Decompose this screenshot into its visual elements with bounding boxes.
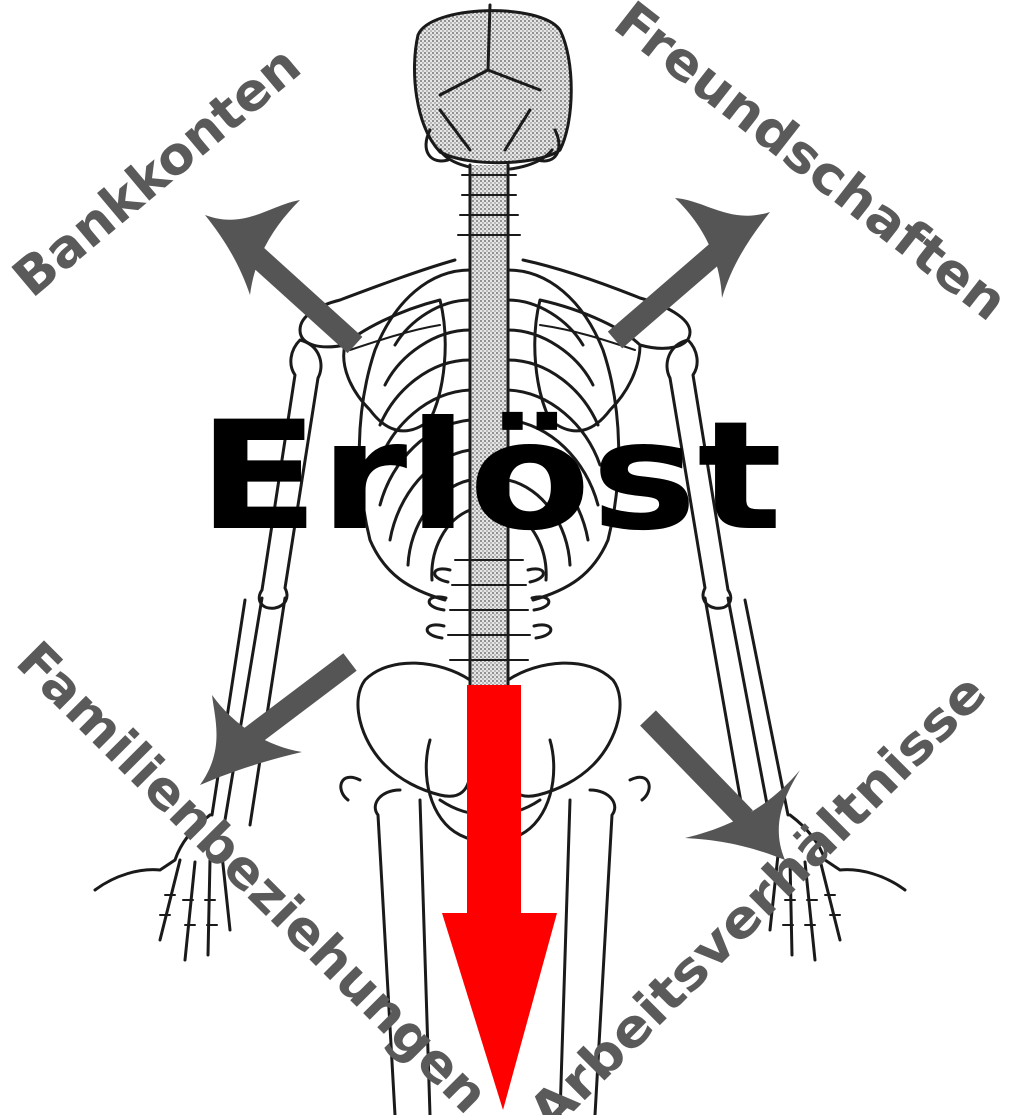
skull xyxy=(414,5,571,170)
center-title: Erlöst xyxy=(198,390,783,564)
label-familienbeziehungen: Familienbeziehungen xyxy=(5,630,500,1115)
arrow-arbeitsverhaeltnisse xyxy=(648,718,800,860)
label-arbeitsverhaeltnisse: Arbeitsverhältnisse xyxy=(518,663,999,1115)
arrow-bankkonten xyxy=(205,200,355,345)
arrow-familienbeziehungen xyxy=(200,662,350,785)
arrow-freundschaften xyxy=(615,198,770,340)
